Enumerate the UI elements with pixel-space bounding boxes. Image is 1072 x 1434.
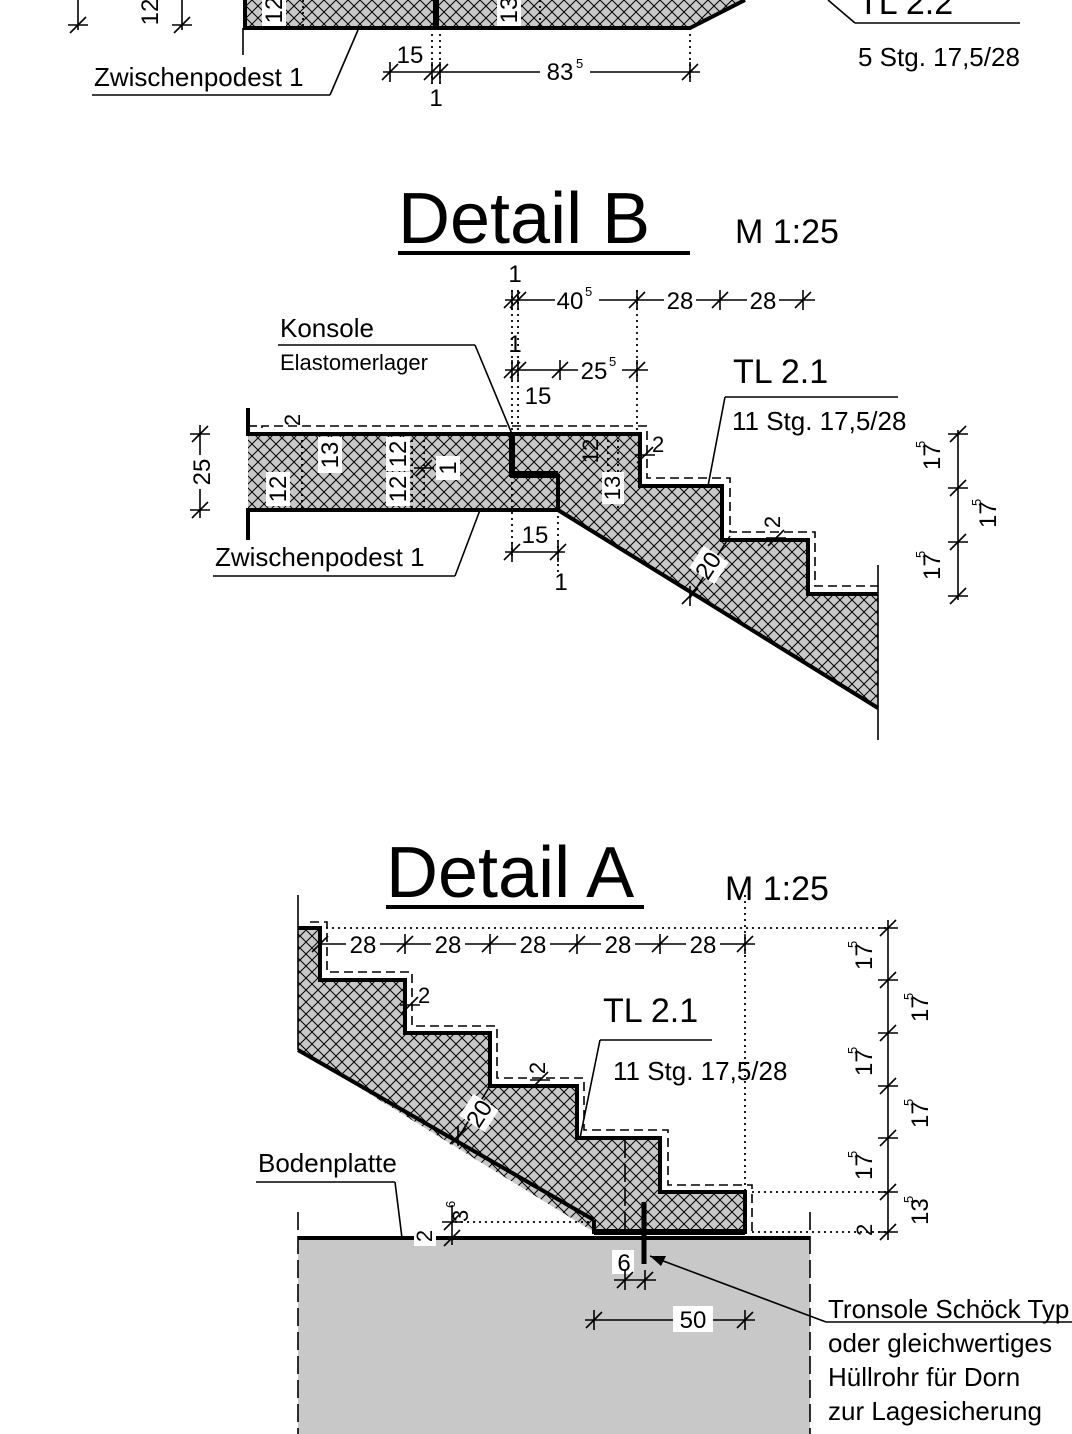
top-tl-label: TL 2.2 bbox=[858, 0, 953, 22]
detail-b-dim-12b: 12 bbox=[385, 441, 412, 468]
top-fragment: 12 12 13 15 83 5 1 Zwischenpodest 1 TL 2… bbox=[67, 0, 1020, 112]
detail-a-stair-soffit bbox=[297, 1048, 595, 1222]
top-dim-13-box: 13 bbox=[496, 0, 523, 23]
detail-a-dim-2a: 2 bbox=[418, 983, 430, 1008]
svg-text:6: 6 bbox=[443, 1201, 458, 1208]
detail-b-dim-40-sup: 5 bbox=[585, 284, 592, 299]
detail-a-note-line-1: Tronsole Schöck Typ bbox=[828, 1294, 1069, 1324]
detail-b-scale: M 1:25 bbox=[735, 213, 839, 251]
detail-b-dim-40: 40 bbox=[557, 288, 584, 315]
detail-b-stair-soffit bbox=[556, 508, 880, 710]
detail-a-dim-17-5: 17 bbox=[851, 1153, 878, 1180]
detail-a-scale: M 1:25 bbox=[725, 870, 829, 908]
detail-b-dim-25-5: 25 bbox=[581, 358, 608, 385]
svg-text:5: 5 bbox=[901, 1196, 916, 1203]
detail-b-dim-1-box: 1 bbox=[435, 461, 462, 474]
svg-text:5: 5 bbox=[845, 1047, 860, 1054]
detail-b-dim-28b: 28 bbox=[750, 288, 777, 315]
detail-b-konsole bbox=[509, 434, 558, 477]
svg-text:5: 5 bbox=[913, 551, 928, 558]
detail-a-note-line-3: Hüllrohr für Dorn bbox=[828, 1362, 1020, 1392]
detail-a-dim-6: 6 bbox=[617, 1250, 630, 1277]
detail-b-dim-1-top: 1 bbox=[508, 261, 521, 288]
detail-a-dim-2b: 2 bbox=[525, 1062, 550, 1074]
top-dim-83: 83 bbox=[547, 59, 574, 86]
detail-b-label-konsole: Konsole bbox=[280, 313, 374, 343]
detail-a-note-line-2: oder gleichwertiges bbox=[828, 1328, 1052, 1358]
detail-a-dim-17-2: 17 bbox=[907, 995, 934, 1022]
svg-text:5: 5 bbox=[845, 941, 860, 948]
detail-a-screed-line bbox=[310, 921, 753, 1232]
detail-b-tl-steps: 11 Stg. 17,5/28 bbox=[732, 406, 906, 436]
detail-b-dim-15-bot: 15 bbox=[522, 522, 549, 549]
detail-b-dim-2b: 2 bbox=[652, 432, 664, 457]
detail-a: Detail A M 1:25 28 2 bbox=[256, 833, 1072, 1434]
top-dim-15: 15 bbox=[397, 42, 424, 69]
detail-a-dim-28-2: 28 bbox=[435, 932, 462, 959]
top-label-zwischenpodest: Zwischenpodest 1 bbox=[94, 62, 304, 92]
detail-b-dim-12e: 12 bbox=[578, 439, 603, 463]
detail-b-dim-25: 25 bbox=[189, 459, 216, 486]
detail-b-dim-2a: 2 bbox=[280, 414, 305, 426]
top-slab-hatch bbox=[245, 0, 745, 28]
detail-a-dim-2-left: 2 bbox=[412, 1230, 437, 1242]
detail-a-dim-50: 50 bbox=[680, 1307, 707, 1334]
detail-b-dim-15-top: 15 bbox=[525, 383, 552, 410]
detail-a-dim-28-1: 28 bbox=[350, 932, 377, 959]
svg-text:5: 5 bbox=[901, 993, 916, 1000]
detail-a-stair-hatch bbox=[298, 928, 745, 1232]
detail-a-dim-17-1: 17 bbox=[851, 943, 878, 970]
detail-b-label-elastomer: Elastomerlager bbox=[280, 350, 428, 375]
detail-a-tl-label: TL 2.1 bbox=[603, 992, 698, 1030]
detail-b-dim-12c: 12 bbox=[385, 476, 412, 503]
svg-text:5: 5 bbox=[901, 1099, 916, 1106]
detail-b-dim-25-5-sup: 5 bbox=[609, 354, 616, 369]
svg-text:5: 5 bbox=[913, 441, 928, 448]
detail-a-dim-13: 13 bbox=[907, 1198, 934, 1225]
detail-a-bodenplatte bbox=[298, 1238, 810, 1434]
detail-a-dim-28-4: 28 bbox=[605, 932, 632, 959]
detail-b-stair-outline bbox=[512, 432, 878, 596]
detail-b-screed-line bbox=[261, 425, 878, 587]
detail-a-dim-3: 3 bbox=[448, 1210, 473, 1222]
detail-b-dim-17a: 17 bbox=[919, 443, 946, 470]
detail-b-tl-label: TL 2.1 bbox=[733, 353, 828, 391]
detail-a-title: Detail A bbox=[386, 833, 634, 913]
top-dim-12-left: 12 bbox=[137, 0, 164, 25]
detail-b: Detail B M 1:25 1 40 bbox=[188, 179, 1002, 740]
top-dim-83-sup: 5 bbox=[576, 56, 583, 71]
detail-a-dim-2-right: 2 bbox=[852, 1224, 877, 1236]
svg-text:5: 5 bbox=[845, 1151, 860, 1158]
detail-b-dim-17b: 17 bbox=[975, 501, 1002, 528]
detail-b-dim-2c: 2 bbox=[760, 516, 785, 528]
detail-b-dim-13a: 13 bbox=[317, 442, 344, 469]
detail-b-dim-28a: 28 bbox=[667, 288, 694, 315]
detail-b-label-zwischenpodest: Zwischenpodest 1 bbox=[215, 542, 425, 572]
detail-a-dim-28-5: 28 bbox=[690, 932, 717, 959]
top-tl-steps: 5 Stg. 17,5/28 bbox=[858, 42, 1020, 72]
detail-b-dim-1-bot: 1 bbox=[554, 569, 567, 596]
detail-b-title: Detail B bbox=[398, 179, 650, 259]
detail-b-dim-17c: 17 bbox=[919, 553, 946, 580]
top-slab-outline bbox=[243, 0, 746, 30]
detail-a-dim-17-3: 17 bbox=[851, 1049, 878, 1076]
top-dim-12-box: 12 bbox=[261, 0, 288, 23]
detail-b-dim-12a: 12 bbox=[265, 476, 292, 503]
detail-a-stair-outline bbox=[298, 926, 747, 1234]
top-dim-1: 1 bbox=[429, 85, 442, 112]
svg-text:5: 5 bbox=[969, 499, 984, 506]
detail-a-dim-28-3: 28 bbox=[520, 932, 547, 959]
detail-a-tl-steps: 11 Stg. 17,5/28 bbox=[613, 1056, 787, 1086]
detail-b-dim-1-mid: 1 bbox=[508, 331, 521, 358]
detail-b-dim-13b: 13 bbox=[600, 476, 625, 500]
detail-a-label-bodenplatte: Bodenplatte bbox=[258, 1148, 397, 1178]
detail-a-note-line-4: zur Lagesicherung bbox=[828, 1396, 1042, 1426]
detail-a-dim-17-4: 17 bbox=[907, 1101, 934, 1128]
